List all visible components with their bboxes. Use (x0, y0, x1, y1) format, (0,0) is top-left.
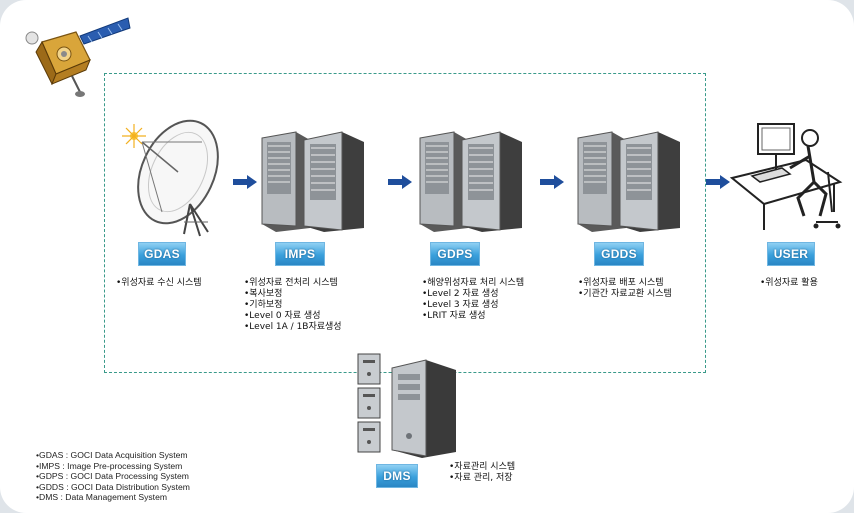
imps-server-icon (261, 131, 364, 232)
user-description: •위성자료 활용 (760, 278, 818, 289)
user-line: •위성자료 활용 (760, 278, 818, 288)
dms-description: •자료관리 시스템 •자료 관리, 저장 (449, 462, 515, 484)
dms-storage-icon (357, 353, 456, 458)
arrow-right-icon (706, 175, 730, 189)
dms-badge: DMS (376, 464, 418, 488)
legend-item: •DMS : Data Management System (36, 492, 168, 502)
imps-line: •복사보정 (244, 289, 283, 299)
arrow-right-icon (233, 175, 257, 189)
imps-badge: IMPS (275, 242, 325, 266)
imps-line: •Level 0 자료 생성 (244, 311, 321, 321)
gdps-line: •Level 2 자료 생성 (422, 289, 499, 299)
satellite-icon (25, 17, 131, 97)
gdps-description: •해양위성자료 처리 시스템 •Level 2 자료 생성 •Level 3 자… (422, 278, 524, 322)
acronym-legend: •GDAS : GOCI Data Acquisition System •IM… (36, 450, 190, 503)
legend-item: •GDAS : GOCI Data Acquisition System (36, 450, 188, 460)
gdas-badge: GDAS (138, 242, 186, 266)
server-unit-back (261, 131, 310, 232)
gdds-badge: GDDS (594, 242, 644, 266)
dms-line: •자료 관리, 저장 (449, 473, 513, 483)
gdds-line: •위성자료 배포 시스템 (578, 278, 664, 288)
gdps-badge: GDPS (430, 242, 480, 266)
legend-item: •GDDS : GOCI Data Distribution System (36, 481, 190, 492)
imps-line: •위성자료 전처리 시스템 (244, 278, 338, 288)
legend-item: •IMPS : Image Pre-processing System (36, 460, 183, 471)
gdps-line: •Level 3 자료 생성 (422, 300, 499, 310)
gdps-line: •해양위성자료 처리 시스템 (422, 278, 525, 288)
user-workstation-icon (729, 123, 843, 230)
satellite-dish-icon (122, 119, 219, 237)
gdps-line: •LRIT 자료 생성 (422, 311, 486, 321)
dms-line: •자료관리 시스템 (449, 462, 516, 472)
gdds-server-icon (577, 131, 680, 232)
imps-line: •기하보정 (244, 300, 283, 310)
gdas-line: •위성자료 수신 시스템 (116, 278, 202, 288)
legend-item: •GDPS : GOCI Data Processing System (36, 471, 189, 481)
arrow-right-icon (540, 175, 564, 189)
gdas-description: •위성자료 수신 시스템 (116, 278, 202, 289)
imps-line: •Level 1A / 1B자료생성 (244, 322, 342, 332)
gdds-description: •위성자료 배포 시스템 •기관간 자료교환 시스템 (578, 278, 672, 300)
arrow-right-icon (388, 175, 412, 189)
gdps-server-icon (419, 131, 522, 232)
gdds-line: •기관간 자료교환 시스템 (578, 289, 672, 299)
imps-description: •위성자료 전처리 시스템 •복사보정 •기하보정 •Level 0 자료 생성… (244, 278, 342, 333)
user-badge: USER (767, 242, 815, 266)
